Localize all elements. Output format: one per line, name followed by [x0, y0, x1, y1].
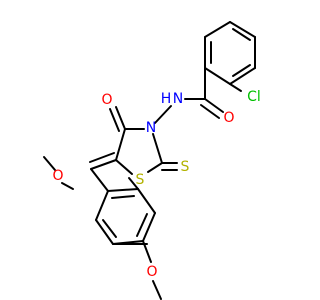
bond: [90, 159, 117, 170]
bond: [152, 133, 163, 164]
bond: [142, 240, 152, 263]
bond: [232, 64, 251, 77]
molecule-structure: Cl O N H N O S S O O: [0, 0, 300, 300]
bond: [102, 219, 117, 238]
bond: [109, 108, 120, 132]
bond: [137, 188, 156, 214]
ring-sulfur-atom: S: [136, 172, 145, 188]
bond: [115, 106, 126, 130]
bond: [204, 98, 224, 113]
bond: [128, 177, 139, 190]
amide-hydrogen-atom: H: [161, 91, 172, 107]
bond: [61, 182, 74, 190]
bond: [89, 152, 115, 163]
bond: [95, 190, 109, 221]
bond: [142, 212, 156, 242]
bond: [90, 168, 109, 192]
bond: [115, 159, 133, 175]
methoxy-oxygen-atom: O: [146, 264, 157, 280]
ring-carbonyl-oxygen-atom: O: [101, 92, 112, 108]
bond: [229, 21, 256, 38]
ring-nitrogen-atom: N: [146, 120, 156, 136]
amide-nitrogen-atom: N: [173, 91, 183, 107]
chlorine-atom: Cl: [247, 89, 261, 105]
bond: [204, 21, 231, 38]
thione-sulfur-atom: S: [181, 159, 190, 175]
bond: [111, 195, 135, 199]
bond: [43, 156, 56, 171]
bond: [154, 105, 172, 124]
bonds: [43, 21, 256, 300]
canvas-background: [0, 0, 300, 300]
bond: [232, 28, 251, 41]
bond: [229, 67, 256, 85]
bond: [200, 104, 220, 119]
amide-oxygen-atom: O: [223, 110, 234, 126]
bond: [136, 213, 148, 237]
bond: [95, 219, 114, 245]
bond: [147, 162, 163, 173]
bond: [152, 280, 162, 300]
bond: [229, 83, 242, 92]
methoxy-oxygen-atom: O: [52, 168, 63, 184]
bond: [107, 188, 139, 192]
bond: [115, 128, 126, 161]
bond: [204, 67, 231, 85]
atom-labels: Cl O N H N O S S O O: [52, 89, 260, 280]
